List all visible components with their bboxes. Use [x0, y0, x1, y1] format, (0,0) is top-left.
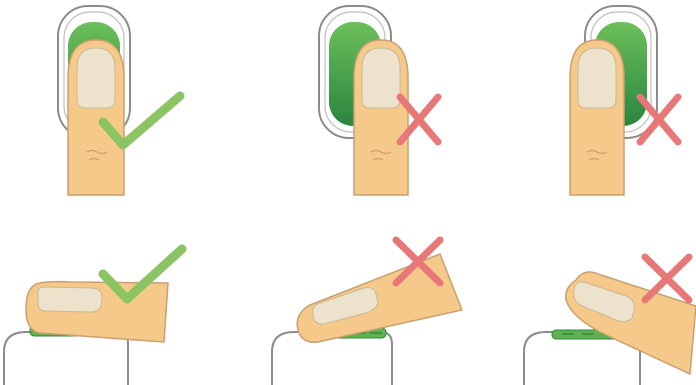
cross-icon: [645, 257, 689, 300]
panel-front-offset-right: [319, 6, 438, 195]
finger: [26, 282, 168, 342]
panel-side-tilted: [272, 240, 462, 385]
finger: [68, 40, 124, 195]
panel-front-offset-left: [570, 6, 678, 195]
finger: [570, 40, 624, 195]
panel-side-flat: [4, 249, 182, 385]
panel-side-tip-only: [524, 257, 696, 385]
finger: [354, 40, 408, 195]
finger: [297, 254, 462, 342]
panel-front-centered: [58, 6, 180, 195]
